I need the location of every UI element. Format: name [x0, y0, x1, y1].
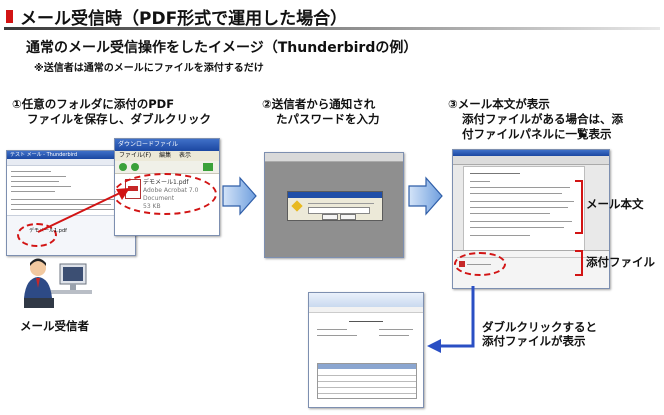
menu-view[interactable]: 表示 [179, 152, 192, 159]
reader-toolbar [265, 153, 403, 162]
dialog-titlebar [288, 192, 382, 198]
attachment-label: 添付ファイル [586, 255, 655, 269]
forward-icon[interactable] [131, 163, 139, 171]
mail-toolbar [7, 159, 135, 166]
receiver-label: メール受信者 [20, 319, 89, 333]
open-attachment-arrow [427, 286, 475, 353]
download-folder-window: ダウンロードファイル ファイル(F) 編集 表示 デモメール1.pdf Adob… [114, 138, 220, 236]
password-screen [264, 152, 404, 258]
formula-bar [309, 307, 423, 313]
step3-line2: 添付ファイルがある場合は、添 [462, 112, 623, 126]
password-input[interactable] [308, 207, 370, 214]
step1-caption: ①任意のフォルダに添付のPDF ファイルを保存し、ダブルクリック [12, 97, 211, 127]
folder-window-titlebar: ダウンロードファイル [115, 139, 219, 151]
mail-body-page [463, 166, 585, 252]
spreadsheet-ribbon [309, 293, 423, 308]
reader-titlebar [453, 150, 609, 156]
back-icon[interactable] [119, 163, 127, 171]
warning-icon [291, 200, 303, 212]
step2-caption: ②送信者から通知され たパスワードを入力 [262, 97, 380, 127]
menu-edit[interactable]: 編集 [159, 152, 172, 159]
step3-line3: 付ファイルパネルに一覧表示 [462, 127, 612, 141]
step1-line1: ①任意のフォルダに添付のPDF [12, 97, 175, 111]
ok-button[interactable] [322, 214, 338, 220]
opened-mail-window [452, 149, 610, 289]
title-marker [6, 10, 13, 23]
spreadsheet-window [308, 292, 424, 408]
page-title: メール受信時（PDF形式で運用した場合） [20, 9, 348, 29]
step3-caption: ③メール本文が表示 添付ファイルがある場合は、添 付ファイルパネルに一覧表示 [448, 97, 623, 142]
flow-arrow-1 [222, 176, 257, 216]
attachment-panel-highlight [454, 252, 506, 276]
step3-line1: ③メール本文が表示 [448, 97, 550, 111]
pdf-file-highlight [115, 173, 217, 215]
save-arrow [37, 188, 130, 233]
dblclick-line2: 添付ファイルが表示 [482, 334, 586, 348]
mail-body-bracket [575, 180, 583, 234]
flow-arrow-2 [408, 176, 443, 216]
cancel-button[interactable] [340, 214, 356, 220]
step2-line1: ②送信者から通知され [262, 97, 376, 111]
step1-line2: ファイルを保存し、ダブルクリック [27, 112, 211, 126]
page-subtitle: 通常のメール受信操作をしたイメージ（Thunderbirdの例） [26, 40, 418, 56]
mail-body-label: メール本文 [586, 197, 644, 211]
attachment-highlight [17, 223, 57, 247]
mail-receiver-illustration [24, 258, 92, 308]
menu-file[interactable]: ファイル(F) [119, 152, 152, 159]
dblclick-line1: ダブルクリックすると [482, 320, 597, 334]
folder-menubar: ファイル(F) 編集 表示 [115, 151, 219, 161]
sender-note: ※送信者は通常のメールにファイルを添付するだけ [34, 63, 264, 74]
step2-line2: たパスワードを入力 [276, 112, 380, 126]
password-dialog [287, 191, 383, 221]
attachment-name: デモメール1.pdf [29, 228, 67, 234]
mail-window-titlebar: テスト メール - Thunderbird [7, 151, 135, 159]
title-divider [4, 27, 660, 30]
go-icon[interactable] [203, 163, 213, 171]
spreadsheet-table [317, 363, 417, 399]
dblclick-caption: ダブルクリックすると 添付ファイルが表示 [482, 320, 597, 348]
attachment-bracket [575, 250, 583, 276]
reader-toolbar-3 [453, 156, 609, 165]
